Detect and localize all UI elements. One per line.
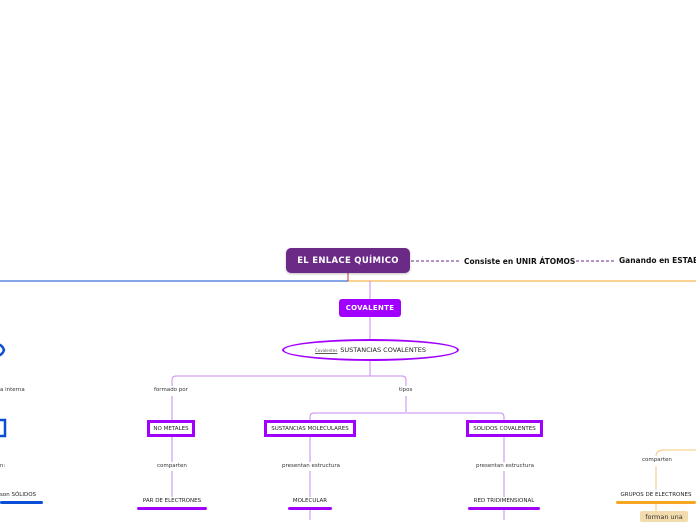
definition-node[interactable]: Consiste en UNIR ÁTOMOS (464, 257, 575, 266)
left-partial-label-1: a interna (0, 387, 25, 393)
left-partial-label-3: son SÓLIDOS (0, 492, 37, 498)
right-share-link (655, 449, 696, 457)
molecular-substances-node[interactable]: SUSTANCIAS MOLECULARES (264, 420, 356, 437)
substances-prefix: Covalentes (315, 347, 338, 353)
goal-node[interactable]: Ganando en ESTABI (619, 256, 696, 265)
definition-label: Consiste en UNIR ÁTOMOS (464, 257, 576, 266)
electron-pair-node[interactable]: PAR DE ELECTRONES (137, 498, 207, 504)
structure-label-1: presentan estructura (282, 463, 340, 469)
covalent-solids-node[interactable]: SOLIDOS COVALENTES (466, 420, 543, 437)
molecular-label: MOLECULAR (292, 498, 328, 504)
covalent-node[interactable]: COVALENTE (339, 299, 401, 317)
right-share-label: comparten (642, 457, 672, 463)
molecular-substances-label: SUSTANCIAS MOLECULARES (271, 425, 349, 432)
molecular-node[interactable]: MOLECULAR (288, 498, 332, 504)
network-label: RED TRIDIMENSIONAL (473, 498, 535, 504)
substances-node[interactable]: Covalentes SUSTANCIAS COVALENTES (282, 339, 459, 361)
left-partial-node[interactable]: son SÓLIDOS (0, 492, 36, 498)
nonmetals-label: NO METALES (153, 425, 189, 432)
covalent-label: COVALENTE (345, 304, 395, 312)
substances-label: SUSTANCIAS COVALENTES (340, 346, 426, 354)
form-a-label: forman una (645, 512, 683, 521)
share-label: comparten (157, 463, 187, 469)
electron-pair-underline (137, 507, 207, 510)
molecular-underline (288, 507, 332, 510)
formed-by-label: formado por (154, 387, 188, 393)
network-node[interactable]: RED TRIDIMENSIONAL (468, 498, 540, 504)
covalent-solids-label: SOLIDOS COVALENTES (473, 425, 536, 432)
electron-groups-label: GRUPOS DE ELECTRONES (620, 492, 692, 498)
electron-groups-node[interactable]: GRUPOS DE ELECTRONES (616, 492, 696, 498)
form-a-node[interactable]: forman una (640, 511, 688, 522)
nonmetals-node[interactable]: NO METALES (147, 420, 195, 437)
left-partial-ellipse (0, 343, 6, 357)
types-fork (309, 412, 505, 420)
network-underline (468, 507, 540, 510)
left-partial-underline (0, 501, 43, 504)
left-partial-label-2: n: (0, 463, 6, 469)
electron-groups-underline (616, 501, 696, 504)
types-label: tipos (399, 387, 413, 393)
root-node[interactable]: EL ENLACE QUÍMICO (286, 248, 410, 273)
goal-label: Ganando en ESTABI (619, 256, 696, 265)
electron-pair-label: PAR DE ELECTRONES (142, 498, 202, 504)
left-partial-box (0, 418, 7, 438)
structure-label-2: presentan estructura (476, 463, 534, 469)
substances-fork (171, 375, 407, 386)
root-label: EL ENLACE QUÍMICO (297, 255, 399, 266)
